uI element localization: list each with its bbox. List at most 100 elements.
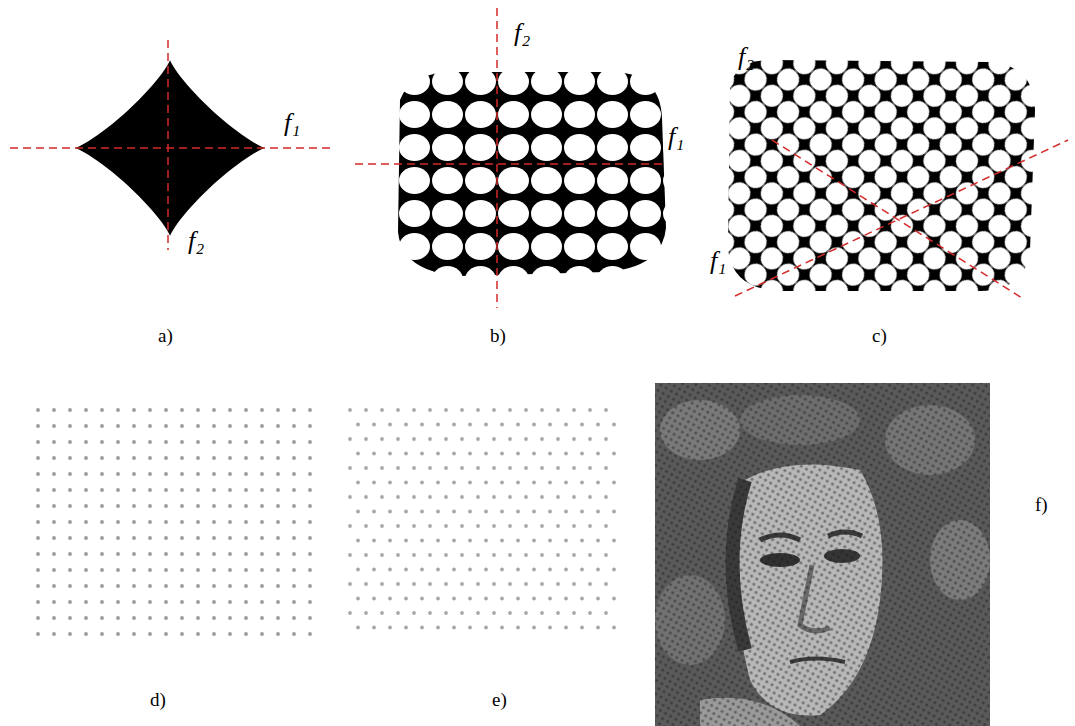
grid-dot [132,632,136,636]
grid-dot [68,488,72,492]
grid-dot [292,456,296,460]
grid-dot [244,424,248,428]
grid-dot [212,568,216,572]
grid-dot [572,408,576,412]
grid-dot [508,582,512,586]
grid-dot [556,408,560,412]
grid-dot [292,504,296,508]
grid-dot [468,626,472,630]
grid-dot [596,423,600,427]
grid-dot [484,423,488,427]
grid-dot [532,539,536,543]
grid-dot [492,582,496,586]
grid-dot [420,568,424,572]
grid-dot [476,553,480,557]
grid-dot [164,520,168,524]
grid-dot [556,611,560,615]
grid-dot [308,472,312,476]
grid-dot [228,632,232,636]
grid-dot [132,408,136,412]
grid-dot [68,600,72,604]
grid-dot [396,582,400,586]
grid-dot [612,452,616,456]
grid-dot [612,481,616,485]
grid-dot [556,524,560,528]
grid-dot [164,456,168,460]
grid-dot [260,408,264,412]
grid-dot [100,488,104,492]
grid-dot [548,452,552,456]
grid-dot [468,510,472,514]
grid-dot [100,568,104,572]
grid-dot [228,520,232,524]
square-dot-grid [36,408,312,636]
grid-dot [84,536,88,540]
grid-dot [36,504,40,508]
grid-dot [516,568,520,572]
grid-dot [492,495,496,499]
grid-dot [572,524,576,528]
grid-dot [508,495,512,499]
grid-dot [68,632,72,636]
grid-dot [500,452,504,456]
grid-dot [372,452,376,456]
grid-dot [244,488,248,492]
grid-dot [460,553,464,557]
panel-letter: d) [150,689,166,710]
grid-dot [420,510,424,514]
grid-dot [260,600,264,604]
grid-dot [148,488,152,492]
grid-dot [180,520,184,524]
grid-dot [540,437,544,441]
grid-dot [452,539,456,543]
grid-dot [84,504,88,508]
grid-dot [540,466,544,470]
grid-dot [380,582,384,586]
grid-dot [292,600,296,604]
grid-dot [596,452,600,456]
grid-dot [276,488,280,492]
grid-dot [100,536,104,540]
grid-dot [356,597,360,601]
grid-dot [276,616,280,620]
grid-dot [372,423,376,427]
grid-dot [508,466,512,470]
grid-dot [52,552,56,556]
grid-dot [68,472,72,476]
grid-dot [420,481,424,485]
grid-dot [452,481,456,485]
grid-dot [588,408,592,412]
grid-dot [84,584,88,588]
grid-dot [516,510,520,514]
grid-dot [100,424,104,428]
grid-dot [612,423,616,427]
grid-dot [452,452,456,456]
grid-dot [292,520,296,524]
grid-dot [196,632,200,636]
grid-dot [500,481,504,485]
grid-dot [132,440,136,444]
grid-dot [228,504,232,508]
grid-dot [148,584,152,588]
grid-dot [260,520,264,524]
grid-dot [492,408,496,412]
grid-dot [116,472,120,476]
grid-dot [516,539,520,543]
grid-dot [428,553,432,557]
grid-dot [556,553,560,557]
grid-dot [244,536,248,540]
grid-dot [68,504,72,508]
grid-dot [116,488,120,492]
grid-dot [84,488,88,492]
grid-dot [36,440,40,444]
grid-dot [276,600,280,604]
grid-dot [164,472,168,476]
grid-dot [148,408,152,412]
grid-dot [292,616,296,620]
halftone-photo [655,383,990,726]
grid-dot [36,408,40,412]
grid-dot [508,437,512,441]
grid-dot [100,552,104,556]
grid-dot [564,510,568,514]
grid-dot [500,568,504,572]
